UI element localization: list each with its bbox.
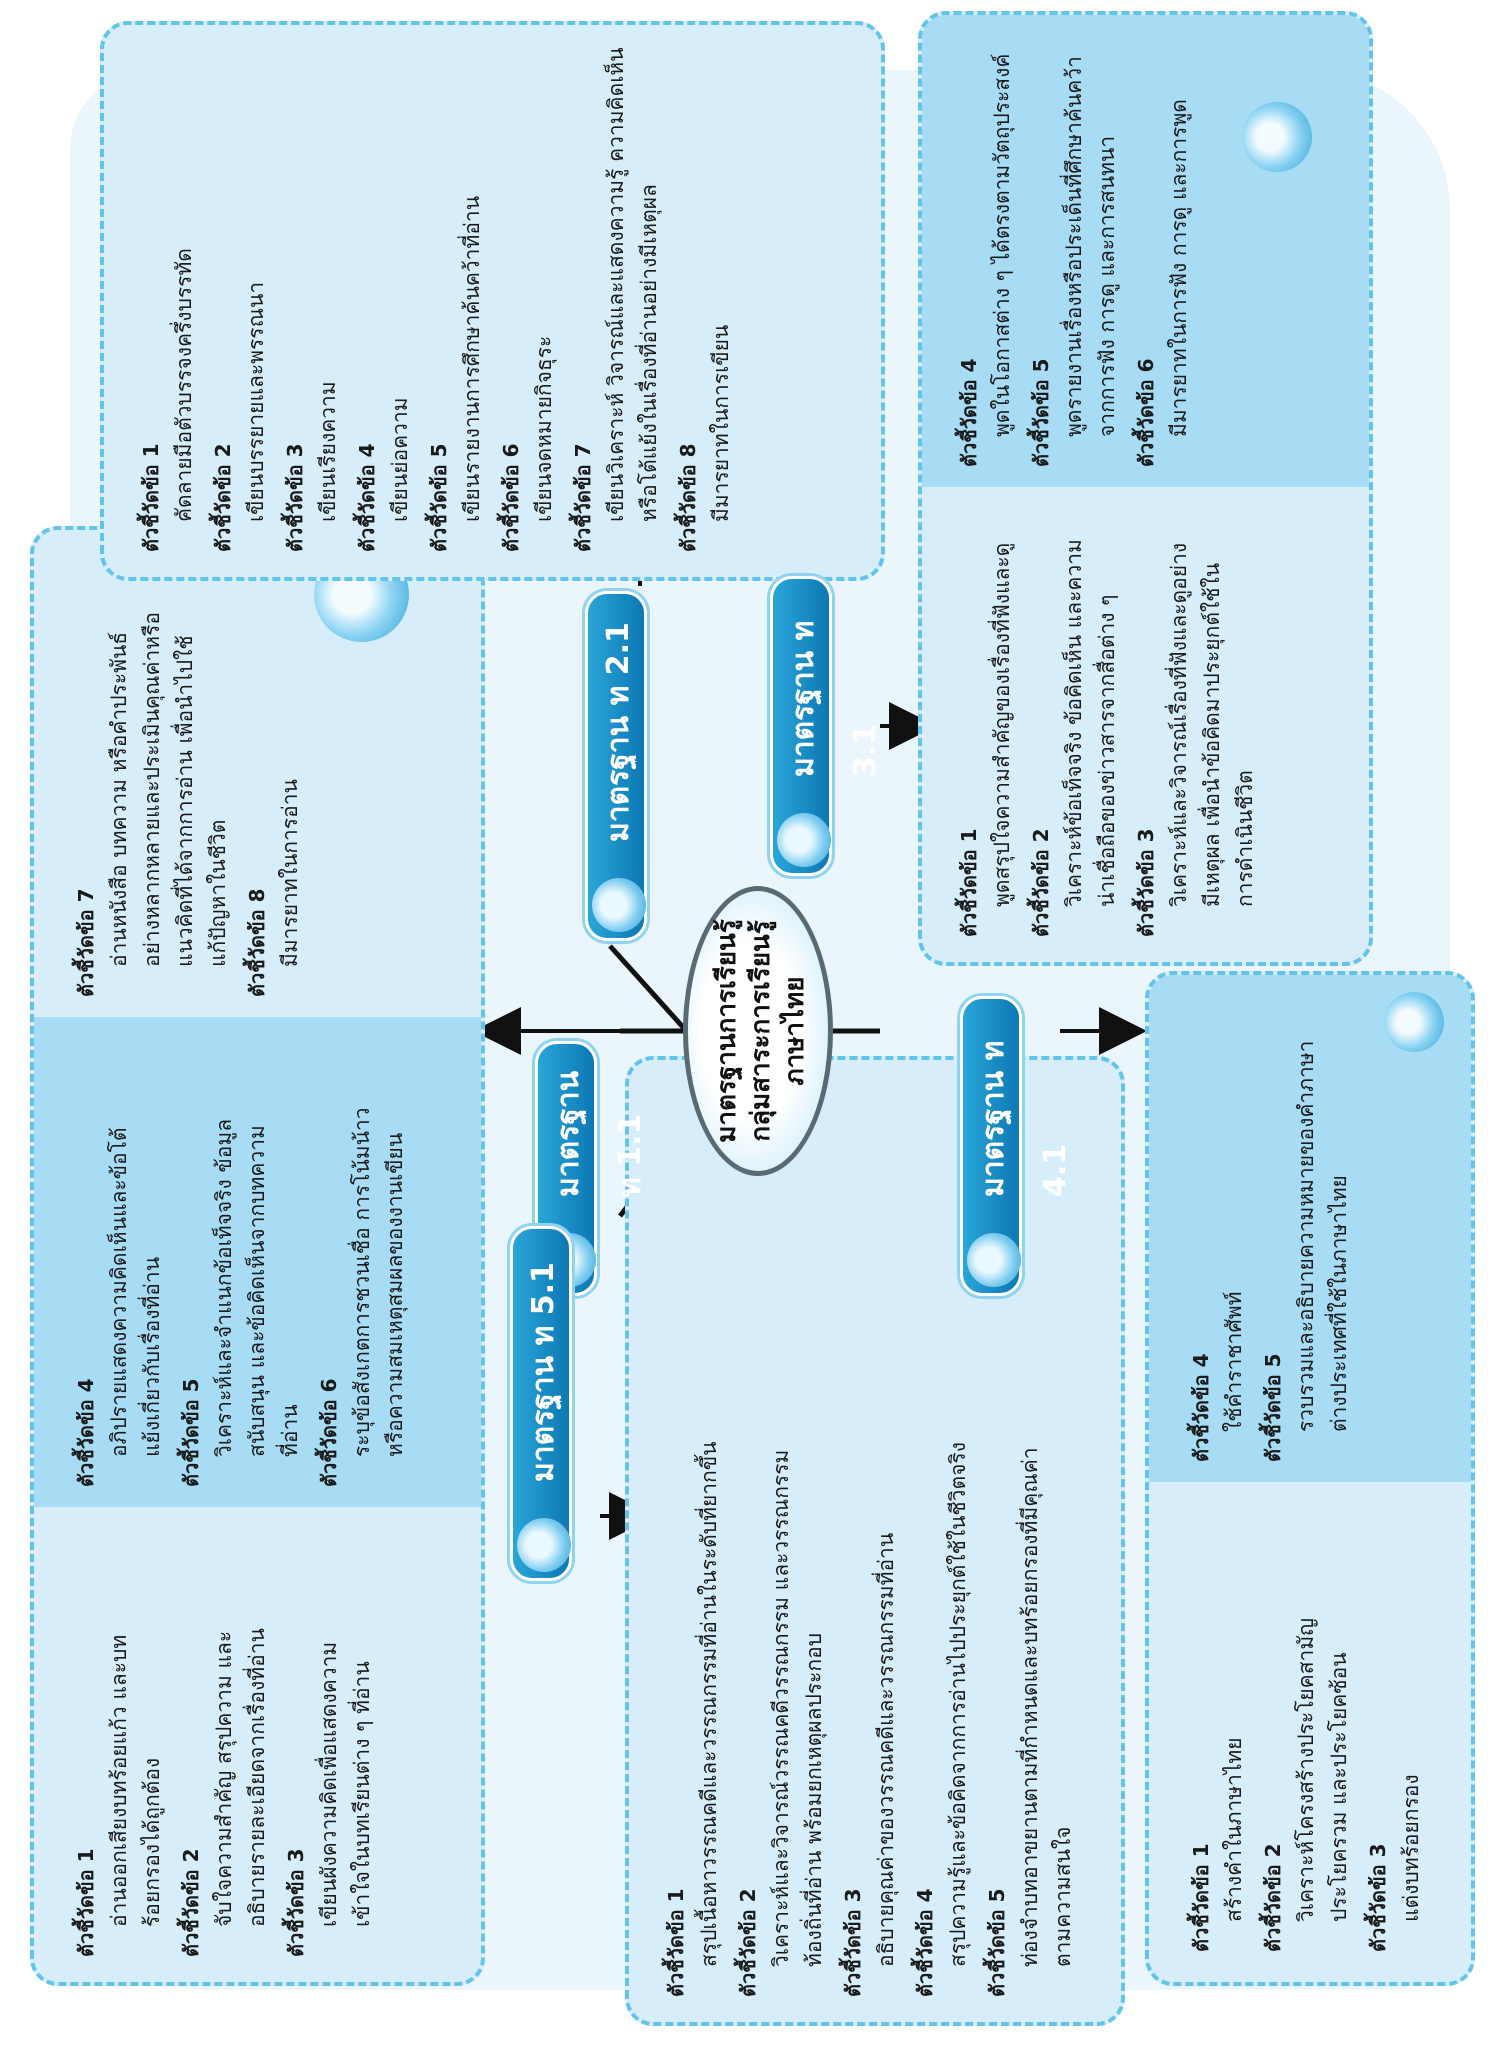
standard-4-1-label: มาตรฐาน ท 4.1: [960, 996, 1073, 1296]
standard-2-1-label: มาตรฐาน ท 2.1: [585, 591, 647, 941]
mascot-face-icon: [517, 1518, 571, 1572]
mascot-face-icon: [777, 813, 831, 867]
mascot-icon: [1384, 992, 1444, 1052]
mascot-face-icon: [967, 1233, 1021, 1287]
standard-3-1-label: มาตรฐาน ท 3.1: [770, 576, 883, 876]
mascot-face-icon: [592, 878, 646, 932]
center-title-line: มาตรฐานการเรียนรู้: [712, 919, 742, 1143]
standard-5-1-label: มาตรฐาน ท 5.1: [510, 1226, 572, 1581]
center-title: มาตรฐานการเรียนรู้ กลุ่มสาระการเรียนรู้ …: [683, 886, 833, 1176]
mascot-icon: [1242, 102, 1312, 172]
center-title-line: ภาษาไทย: [780, 976, 810, 1086]
center-title-line: กลุ่มสาระการเรียนรู้: [746, 920, 776, 1142]
